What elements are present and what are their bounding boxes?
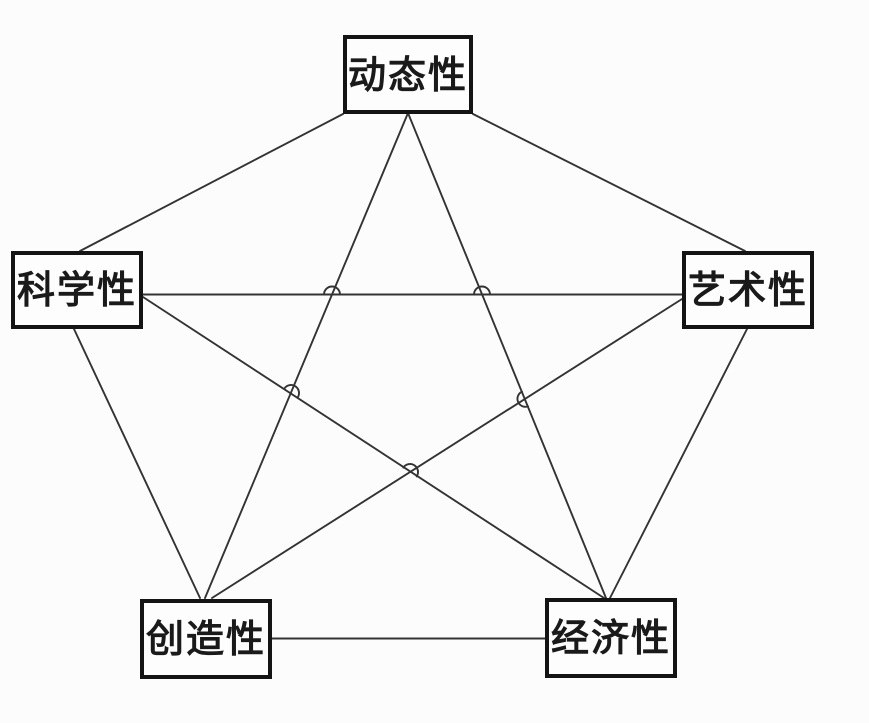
edge-yishuxing-chuangzaoxing	[211, 298, 683, 599]
edge-yishuxing-jingjixing	[609, 328, 748, 599]
edge-dongtaixing-jingjixing	[407, 112, 607, 599]
node-label-kexuexing: 科学性	[16, 267, 137, 312]
node-label-yishuxing: 艺术性	[687, 267, 808, 312]
edge-dongtaixing-chuangzaoxing	[204, 112, 409, 599]
edge-dongtaixing-kexuexing	[79, 113, 344, 252]
node-box-jingjixing: 经济性	[545, 598, 677, 678]
crossing-hop-mid-right	[516, 390, 529, 408]
edge-kexuexing-chuangzaoxing	[73, 328, 201, 599]
node-label-jingjixing: 经济性	[550, 615, 671, 660]
node-box-yishuxing: 艺术性	[682, 251, 814, 329]
node-box-kexuexing: 科学性	[11, 251, 143, 329]
crossing-hop-right	[473, 285, 491, 296]
node-label-chuangzaoxing: 创造性	[145, 616, 266, 661]
edge-kexuexing-jingjixing	[142, 296, 605, 599]
edge-dongtaixing-yishuxing	[472, 113, 746, 252]
node-box-chuangzaoxing: 创造性	[140, 599, 272, 679]
crossing-hop-mid-left	[283, 384, 300, 399]
crossing-hop-left	[323, 285, 341, 296]
node-box-dongtaixing: 动态性	[343, 35, 473, 114]
crossing-hop-center	[402, 463, 419, 478]
node-label-dongtaixing: 动态性	[347, 51, 468, 97]
